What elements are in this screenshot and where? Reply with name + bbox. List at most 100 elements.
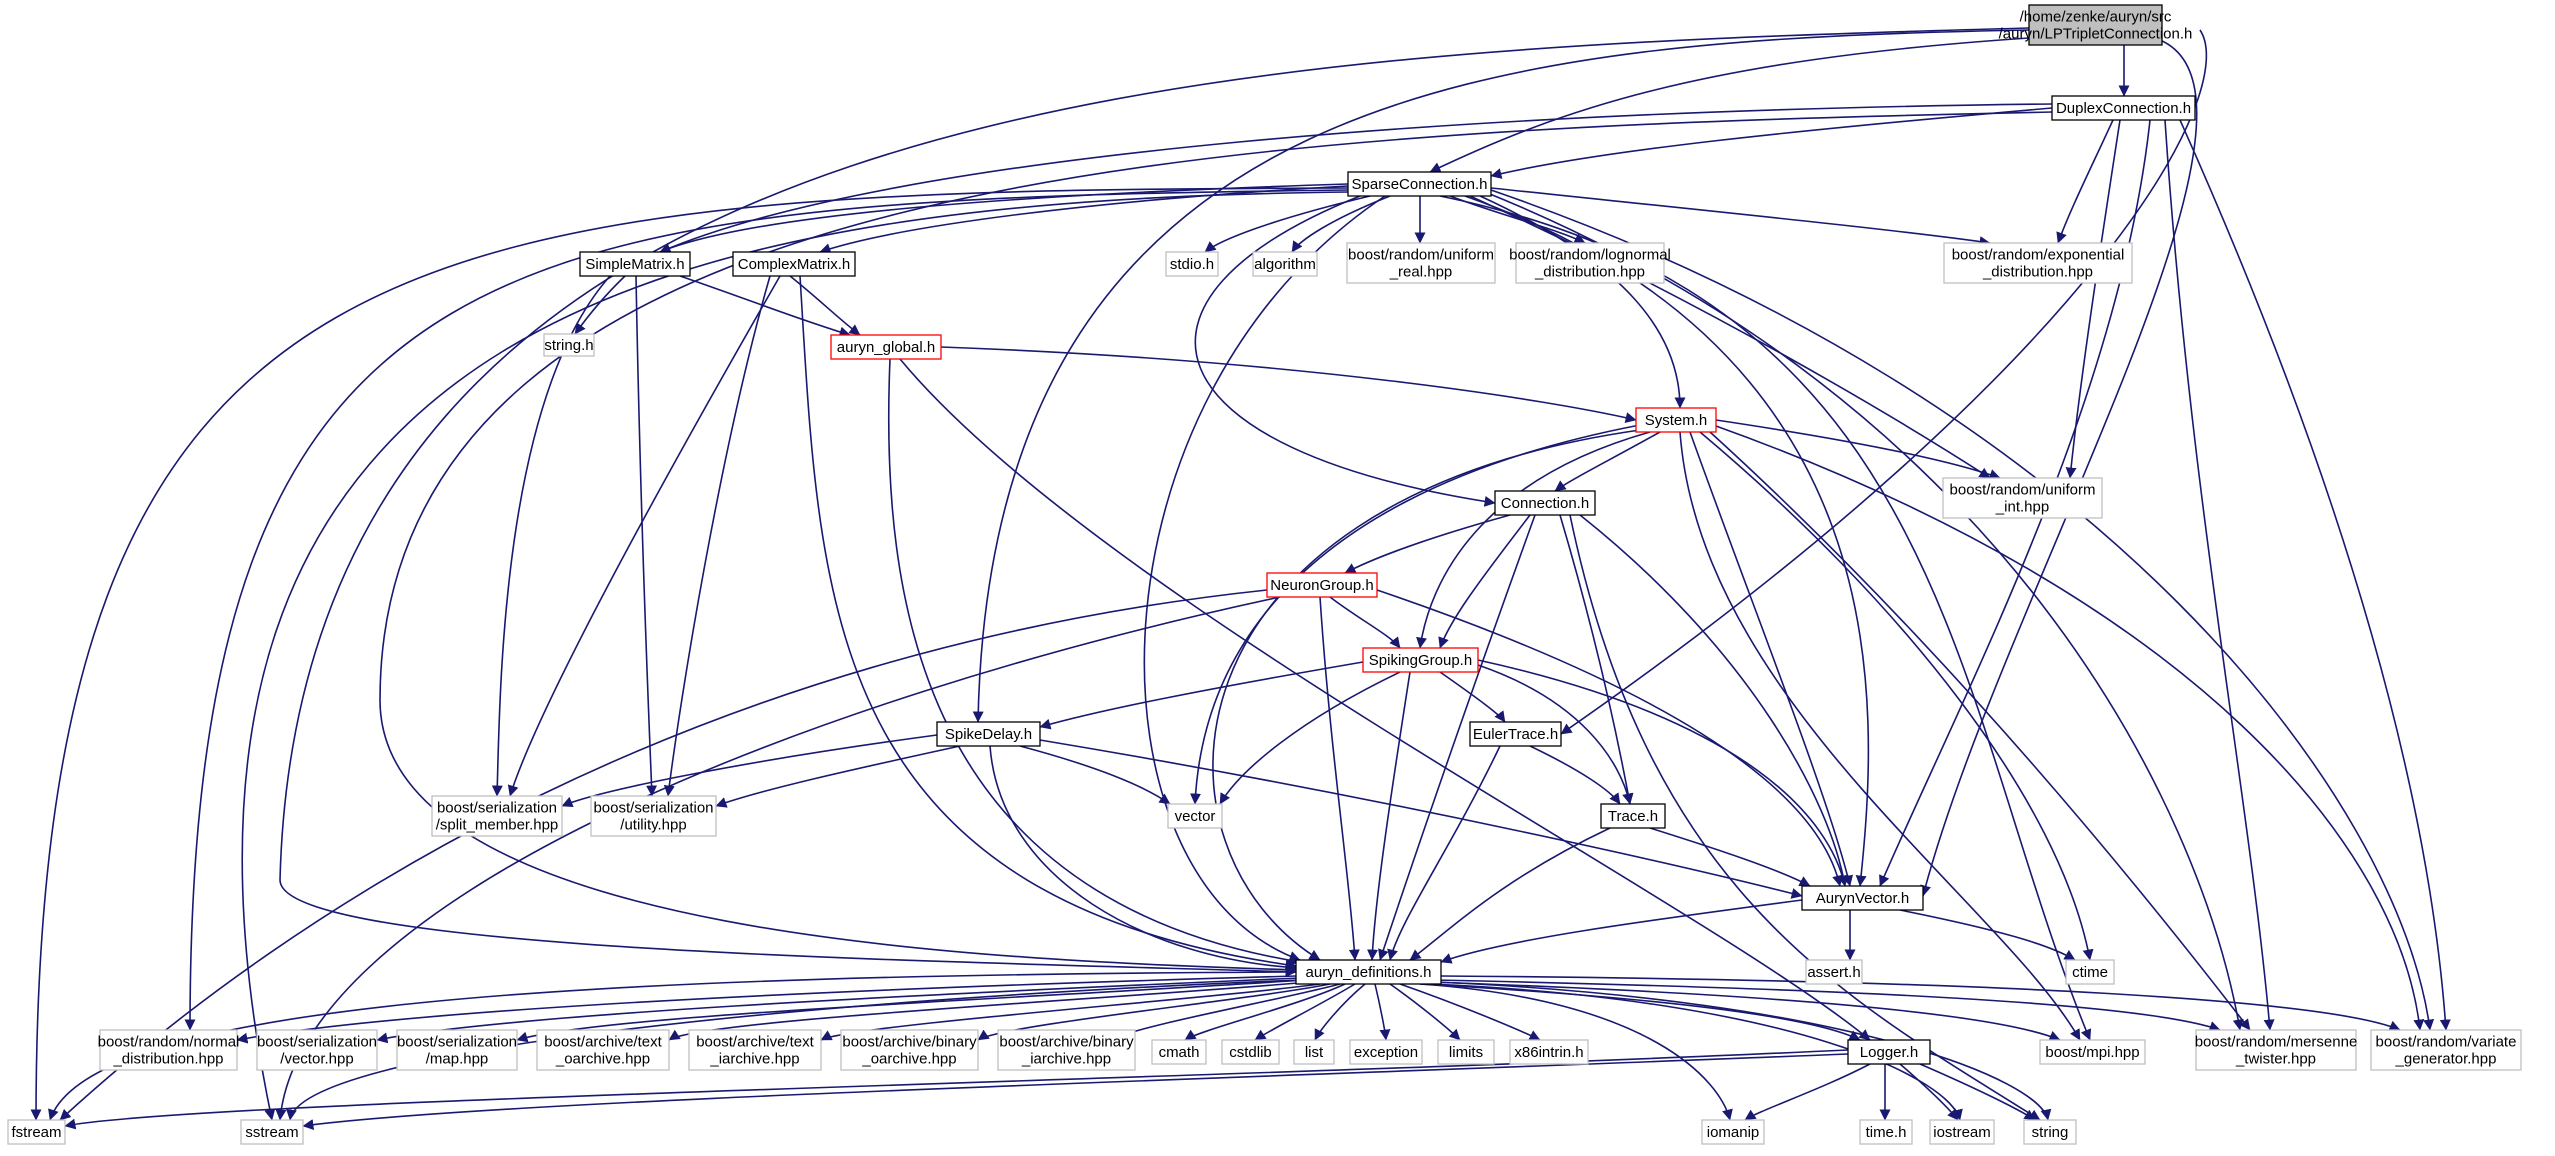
node-label: /vector.hpp — [280, 1051, 353, 1068]
edge-sparse-to-algorithm — [1291, 195, 1391, 253]
node-string-h: string.h — [543, 333, 595, 357]
node-ser-vector: boost/serialization/vector.hpp — [256, 1029, 378, 1071]
node-label: exception — [1354, 1044, 1418, 1061]
node-ser-map: boost/serialization/map.hpp — [396, 1029, 518, 1071]
node-box — [1165, 251, 1219, 277]
node-label: _real.hpp — [1389, 264, 1453, 281]
edge-duplex-to-defs — [379, 111, 2053, 976]
edge-sparse-to-stdio — [1204, 195, 1371, 253]
node-connection[interactable]: Connection.h — [1494, 490, 1596, 516]
edge-root-to-sparse — [1429, 37, 2030, 173]
node-mersenne: boost/random/mersenne_twister.hpp — [2195, 1029, 2357, 1071]
node-label: SpikeDelay.h — [945, 726, 1032, 743]
edge-simple-to-utility — [635, 275, 658, 797]
node-label: /split_member.hpp — [436, 817, 559, 834]
node-defs[interactable]: auryn_definitions.h — [1295, 959, 1442, 985]
node-label: _distribution.hpp — [1982, 264, 2093, 281]
edge-auryn_global-to-system — [940, 346, 1637, 423]
node-label: iostream — [1933, 1124, 1991, 1141]
edge-defs-to-iomanip — [1419, 983, 1733, 1121]
node-box — [1293, 1039, 1335, 1065]
node-bin-i: boost/archive/binary_iarchive.hpp — [997, 1029, 1136, 1071]
node-box — [1635, 407, 1717, 433]
node-trace[interactable]: Trace.h — [1600, 803, 1666, 829]
edge-connection-to-defs — [1378, 514, 1536, 961]
node-uniform-int: boost/random/uniform_int.hpp — [1942, 477, 2103, 519]
node-box — [2195, 1029, 2357, 1071]
node-box — [936, 721, 1041, 747]
edge-root-to-aurynvector — [1920, 39, 2198, 897]
edge-auryn_global-to-logger — [899, 358, 1871, 1041]
node-eulertrace[interactable]: EulerTrace.h — [1469, 721, 1562, 747]
edge-duplex-to-uniform_int — [2065, 119, 2121, 479]
node-lognormal: boost/random/lognormal_distribution.hpp — [1509, 242, 1671, 284]
edge-sparse-to-normal — [184, 189, 1349, 1031]
node-label: ctime — [2072, 964, 2108, 981]
node-normal: boost/random/normal_distribution.hpp — [98, 1029, 240, 1071]
node-complex[interactable]: ComplexMatrix.h — [732, 251, 856, 277]
node-box — [840, 1029, 979, 1071]
node-label: sstream — [245, 1124, 298, 1141]
node-box — [1943, 242, 2133, 284]
node-label: SparseConnection.h — [1352, 176, 1488, 193]
node-label: boost/random/normal — [98, 1034, 240, 1051]
node-label: Logger.h — [1860, 1044, 1918, 1061]
node-simple[interactable]: SimpleMatrix.h — [579, 251, 691, 277]
node-auryn-global[interactable]: auryn_global.h — [830, 334, 942, 360]
edge-neurongroup-to-defs — [1319, 596, 1360, 961]
edge-connection-to-neurongroup — [1344, 514, 1511, 574]
node-label: boost/random/uniform — [1348, 247, 1494, 264]
node-system[interactable]: System.h — [1635, 407, 1717, 433]
node-duplex[interactable]: DuplexConnection.h — [2051, 95, 2196, 121]
node-text-i: boost/archive/text_iarchive.hpp — [688, 1029, 822, 1071]
edge-neurongroup-to-spikinggroup — [1329, 596, 1401, 649]
node-label: stdio.h — [1170, 256, 1214, 273]
edge-defs-to-x86intrin — [1399, 983, 1541, 1041]
node-uniform-real: boost/random/uniform_real.hpp — [1346, 242, 1496, 284]
node-label: _distribution.hpp — [112, 1051, 223, 1068]
edge-system-to-aurynvector — [1689, 431, 1853, 887]
node-text-o: boost/archive/text_oarchive.hpp — [536, 1029, 670, 1071]
node-sparse[interactable]: SparseConnection.h — [1347, 171, 1492, 197]
node-box — [830, 334, 942, 360]
node-spikinggroup[interactable]: SpikingGroup.h — [1362, 647, 1479, 673]
edge-sparse-to-connection — [1194, 195, 1496, 507]
edge-system-to-spikinggroup — [1416, 431, 1651, 649]
node-limits: limits — [1437, 1039, 1495, 1065]
node-exponential: boost/random/exponential_distribution.hp… — [1943, 242, 2133, 284]
edge-logger-to-iostream — [1899, 1063, 1959, 1121]
node-root[interactable]: /home/zenke/auryn/src/auryn/LPTripletCon… — [1999, 4, 2193, 46]
edge-system-to-connection — [1554, 431, 1661, 492]
edge-system-to-ctime — [1699, 431, 2094, 961]
node-stdio: stdio.h — [1165, 251, 1219, 277]
node-neurongroup[interactable]: NeuronGroup.h — [1266, 572, 1378, 598]
node-cstdlib: cstdlib — [1221, 1039, 1280, 1065]
edge-sparse-to-system — [1479, 195, 1686, 409]
node-label: boost/random/lognormal — [1509, 247, 1671, 264]
node-iomanip: iomanip — [1701, 1119, 1765, 1145]
node-label: System.h — [1645, 412, 1708, 429]
node-label: boost/random/exponential — [1952, 247, 2125, 264]
node-box — [1437, 1039, 1495, 1065]
node-box — [688, 1029, 822, 1071]
edge-system-to-mersenne — [1709, 431, 2251, 1031]
include-nodes: /home/zenke/auryn/src/auryn/LPTripletCon… — [7, 4, 2522, 1145]
edge-spikedelay-to-split_member — [561, 734, 938, 808]
edge-spikedelay-to-defs — [989, 745, 1301, 973]
edge-spikedelay-to-aurynvector — [1039, 739, 1803, 899]
node-label: boost/serialization — [397, 1034, 517, 1051]
node-box — [1266, 572, 1378, 598]
node-label: /utility.hpp — [620, 817, 686, 834]
node-box — [536, 1029, 670, 1071]
node-box — [1509, 1039, 1589, 1065]
node-logger[interactable]: Logger.h — [1847, 1039, 1931, 1065]
node-box — [1600, 803, 1666, 829]
node-aurynvector[interactable]: AurynVector.h — [1801, 885, 1924, 911]
node-label: auryn_global.h — [837, 339, 935, 356]
edge-root-to-defs — [279, 27, 2030, 978]
node-box — [1221, 1039, 1280, 1065]
node-label: boost/archive/binary — [842, 1034, 977, 1051]
node-mpi: boost/mpi.hpp — [2039, 1039, 2146, 1065]
node-spikedelay[interactable]: SpikeDelay.h — [936, 721, 1041, 747]
node-box — [1362, 647, 1479, 673]
